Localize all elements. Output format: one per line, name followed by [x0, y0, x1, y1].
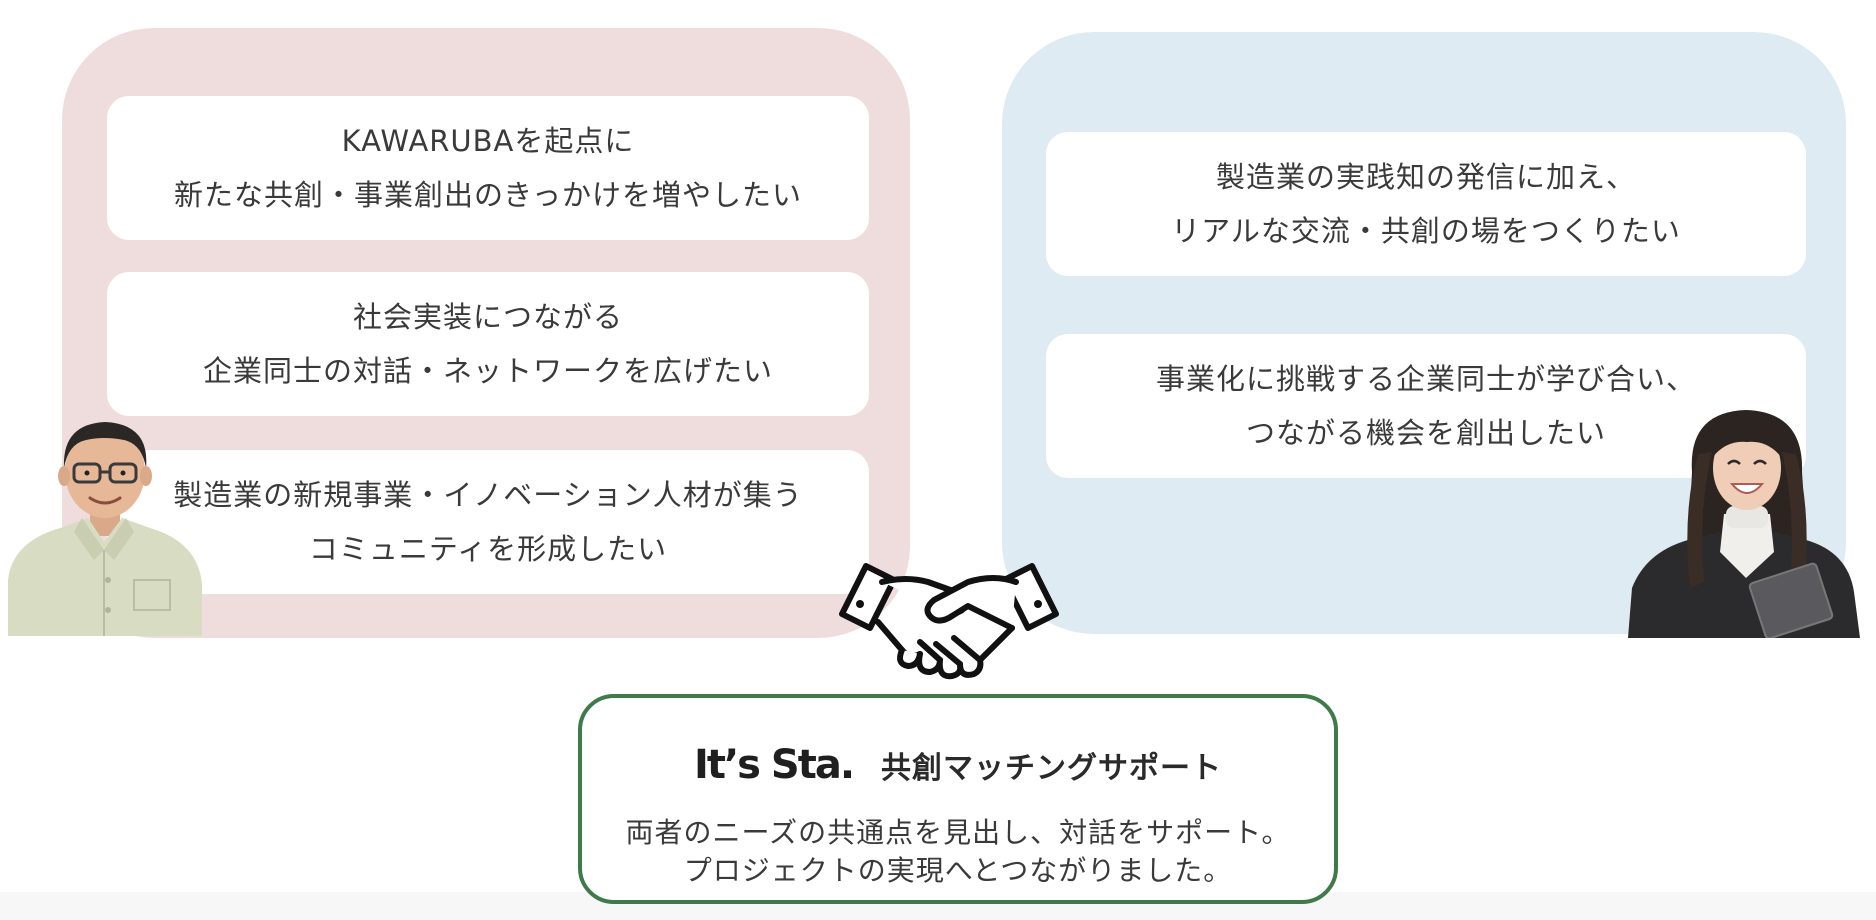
card-line: 社会実装につながる	[352, 300, 623, 334]
card-line: 企業同士の対話・ネットワークを広げたい	[202, 354, 773, 388]
matching-support-box: It’s Sta. 共創マッチングサポート 両者のニーズの共通点を見出し、対話を…	[578, 694, 1338, 904]
support-desc-line: プロジェクトの実現へとつながりました。	[683, 854, 1233, 887]
man-with-glasses-photo	[4, 410, 204, 636]
support-title-row: It’s Sta. 共創マッチングサポート	[582, 742, 1334, 788]
right-need-card-2: 事業化に挑戦する企業同士が学び合い、 つながる機会を創出したい	[1046, 334, 1806, 478]
support-heading: 共創マッチングサポート	[881, 751, 1223, 786]
card-line: つながる機会を創出したい	[1245, 416, 1606, 450]
logo-dot: .	[839, 742, 855, 788]
right-need-card-1: 製造業の実践知の発信に加え、 リアルな交流・共創の場をつくりたい	[1046, 132, 1806, 276]
card-line: コミュニティを形成したい	[308, 532, 668, 566]
support-description: 両者のニーズの共通点を見出し、対話をサポート。 プロジェクトの実現へとつながりま…	[582, 814, 1334, 890]
left-need-card-3: 製造業の新規事業・イノベーション人材が集う コミュニティを形成したい	[107, 450, 869, 594]
card-line: KAWARUBAを起点に	[341, 124, 635, 158]
smiling-woman-photo	[1628, 402, 1860, 640]
logo-text: It’s Sta	[693, 742, 842, 788]
support-desc-line: 両者のニーズの共通点を見出し、対話をサポート。	[625, 816, 1291, 849]
card-line: 製造業の新規事業・イノベーション人材が集う	[173, 478, 803, 512]
its-sta-logo: It’s Sta.	[693, 742, 855, 788]
handshake-icon	[836, 560, 1062, 684]
left-need-card-2: 社会実装につながる 企業同士の対話・ネットワークを広げたい	[107, 272, 869, 416]
card-line: リアルな交流・共創の場をつくりたい	[1171, 214, 1681, 248]
card-line: 新たな共創・事業創出のきっかけを増やしたい	[174, 178, 802, 212]
left-need-card-1: KAWARUBAを起点に 新たな共創・事業創出のきっかけを増やしたい	[107, 96, 869, 240]
card-line: 製造業の実践知の発信に加え、	[1215, 160, 1636, 194]
card-line: 事業化に挑戦する企業同士が学び合い、	[1155, 362, 1696, 396]
